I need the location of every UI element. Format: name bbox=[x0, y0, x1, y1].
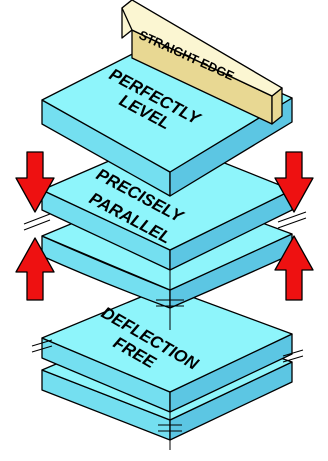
bottom-plate-stack bbox=[32, 287, 303, 450]
middle-cut-line-left bbox=[24, 214, 50, 230]
